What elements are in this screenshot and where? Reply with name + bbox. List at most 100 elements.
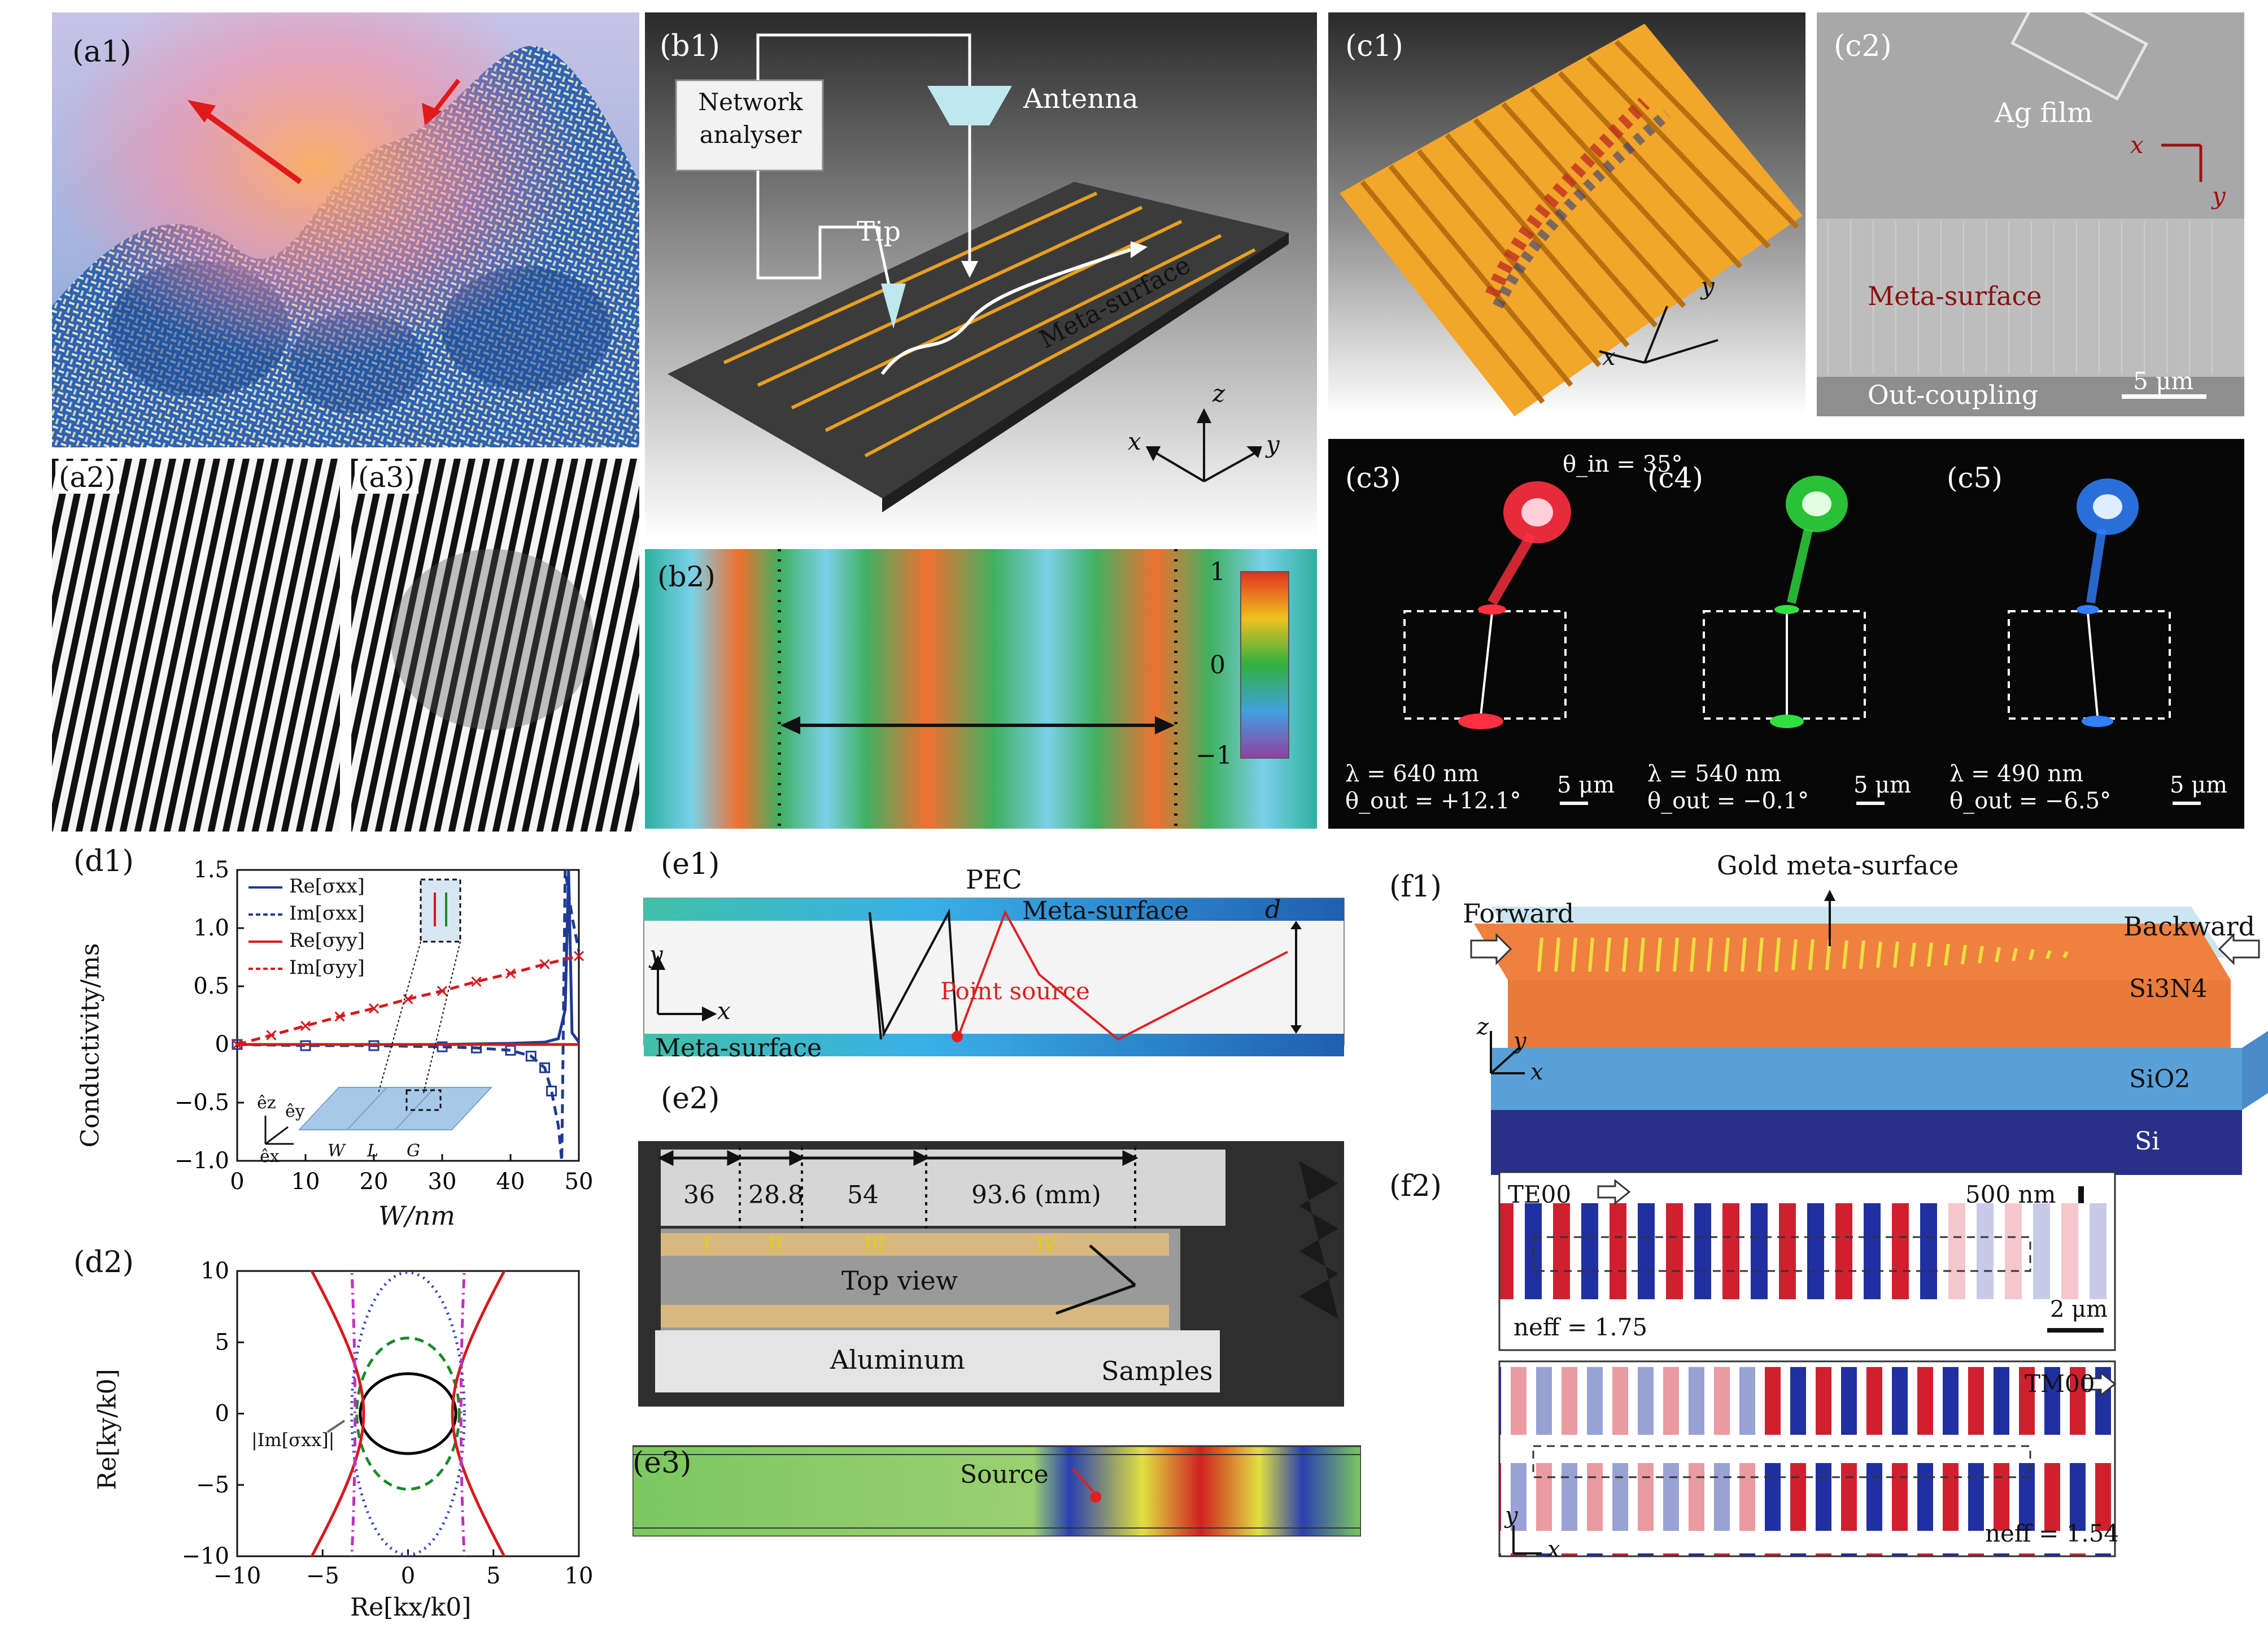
axis-x-label: x: [1128, 428, 1141, 455]
samples-label: Samples: [1101, 1356, 1213, 1386]
tm00-label: TM00: [2025, 1370, 2095, 1398]
axis-y-label: y: [1514, 1028, 1526, 1054]
d1-point-square: [525, 1051, 537, 1062]
e1-waveguide-diagram: [643, 898, 1345, 1056]
d1-xtick-label: 0: [230, 1169, 244, 1195]
panel-a1: (a1): [52, 12, 639, 447]
f1-device-render: [1470, 890, 2268, 1175]
panel-label: (f1): [1389, 870, 1442, 904]
panel-e2: (e2) 36 28.8 54 93.6 (mm) I: [633, 1082, 1355, 1409]
a1-metasurface-render: [52, 12, 639, 447]
d1-point-cross: [539, 959, 550, 969]
panel-label: (a1): [72, 35, 132, 69]
c5-scale: 5 μm: [2170, 772, 2228, 798]
legend-item: Im[σyy]: [248, 954, 365, 981]
d1-xtick-label: 30: [428, 1169, 457, 1195]
b2-field-map: [645, 549, 1317, 829]
c3-c5-optical-images: [1403, 476, 2201, 805]
dim-4: 93.6 (mm): [971, 1181, 1101, 1209]
d1-xtick-label: 20: [360, 1169, 389, 1195]
colorbar-tick-bottom: −1: [1196, 741, 1232, 770]
antenna-label: Antenna: [1023, 83, 1139, 115]
d2-xlabel: Re[kx/k0]: [350, 1593, 472, 1622]
panel-label: (f2): [1389, 1169, 1442, 1203]
d1-point-square: [546, 1085, 557, 1096]
backward-label: Backward: [2123, 911, 2256, 942]
colorbar-tick-mid: 0: [1210, 651, 1225, 680]
meta-surface-label: Meta-surface: [1868, 281, 2042, 311]
panel-f2: (f2): [1378, 1169, 2268, 1628]
d2-hyperbola-4: [350, 1271, 357, 1556]
d2-ytick-label: −5: [196, 1472, 229, 1498]
meta-surface-top-label: Meta-surface: [1022, 896, 1189, 925]
panel-b2: (b2) 1 0 −1: [645, 549, 1317, 829]
d1-ytick-label: −1.0: [175, 1148, 229, 1174]
legend-label: Re[σyy]: [289, 929, 365, 952]
d1-point-square: [437, 1041, 448, 1052]
meta-surface-bottom-label: Meta-surface: [655, 1034, 822, 1063]
panel-label: (a3): [355, 461, 418, 494]
d2-xtick-label: 5: [486, 1563, 500, 1589]
axis-y-label: y: [1701, 272, 1715, 300]
panel-e3: (e3) Source: [633, 1435, 1361, 1536]
panel-label: (b1): [660, 29, 720, 63]
axis-x-label: x: [717, 997, 731, 1025]
d1-point-cross: [505, 968, 516, 979]
d2-hyperbola-4: [459, 1271, 466, 1556]
panel-label: (c2): [1834, 29, 1892, 63]
dim-2: 28.8: [748, 1181, 804, 1209]
panel-label-c5: (c5): [1947, 462, 2003, 494]
d1-point-cross: [266, 1030, 277, 1041]
d2-xtick-label: 0: [401, 1563, 415, 1589]
legend-label: Re[σxx]: [289, 875, 365, 898]
f2-mode-profiles: [1498, 1171, 2117, 1557]
legend-label: Im[σxx]: [289, 902, 365, 925]
d1-ytick-label: 0.5: [193, 973, 229, 999]
d1-point-cross: [471, 976, 482, 987]
d2-ytick-label: 10: [200, 1258, 229, 1284]
inset-label-l: L: [367, 1141, 378, 1161]
d2-xtick-label: 10: [565, 1563, 594, 1589]
panel-label: (e1): [661, 847, 720, 881]
d1-point-cross: [573, 951, 585, 961]
c3-scale: 5 μm: [1557, 772, 1615, 798]
panel-c2: (c2) Ag film x y Meta-surface Out-coupli…: [1817, 12, 2244, 416]
panel-e1: (e1) PEC Meta-surface Meta-surface P: [633, 845, 1355, 1076]
panel-label: (d1): [73, 845, 134, 878]
axis-z-label: z: [1212, 380, 1225, 407]
panel-label: (b2): [657, 560, 716, 593]
out-coupling-label: Out-coupling: [1868, 380, 2039, 410]
scale-bar-label: 5 μm: [2133, 367, 2194, 395]
d2-xtick-label: −10: [213, 1563, 261, 1589]
d1-point-cross: [300, 1020, 311, 1031]
dim-1: 36: [683, 1181, 715, 1209]
c4-scale: 5 μm: [1853, 772, 1912, 798]
theta-in-label: θ_in = 35°: [1563, 451, 1683, 477]
pec-label: PEC: [966, 864, 1022, 895]
axis-z-label: z: [1477, 1014, 1489, 1040]
legend-label: Im[σyy]: [289, 956, 365, 979]
d2-xtick-label: −5: [306, 1563, 339, 1589]
d2-contour-1: [355, 1337, 461, 1491]
ag-film-label: Ag film: [1995, 97, 2093, 129]
inset-label-g: G: [407, 1141, 420, 1161]
d2-hyperbola-3: [310, 1271, 365, 1556]
inset-label-ex: êx: [260, 1147, 280, 1166]
c3-lambda: λ = 640 nm: [1345, 761, 1480, 787]
axis-y-label: y: [1505, 1503, 1518, 1529]
legend-item: Re[σxx]: [248, 873, 365, 900]
axis-x-label: x: [1547, 1536, 1560, 1562]
c3-theta-out: θ_out = +12.1°: [1345, 788, 1521, 814]
te00-label: TE00: [1508, 1181, 1572, 1208]
d1-xtick-label: 40: [496, 1169, 525, 1195]
inset-label-ey: êy: [285, 1102, 305, 1121]
c4-lambda: λ = 540 nm: [1647, 761, 1782, 787]
c2-sem-image: [1817, 12, 2244, 416]
inset-label-w: W: [328, 1141, 345, 1161]
e2-photo: [638, 1141, 1344, 1407]
d1-ytick-label: 1.0: [193, 915, 229, 941]
